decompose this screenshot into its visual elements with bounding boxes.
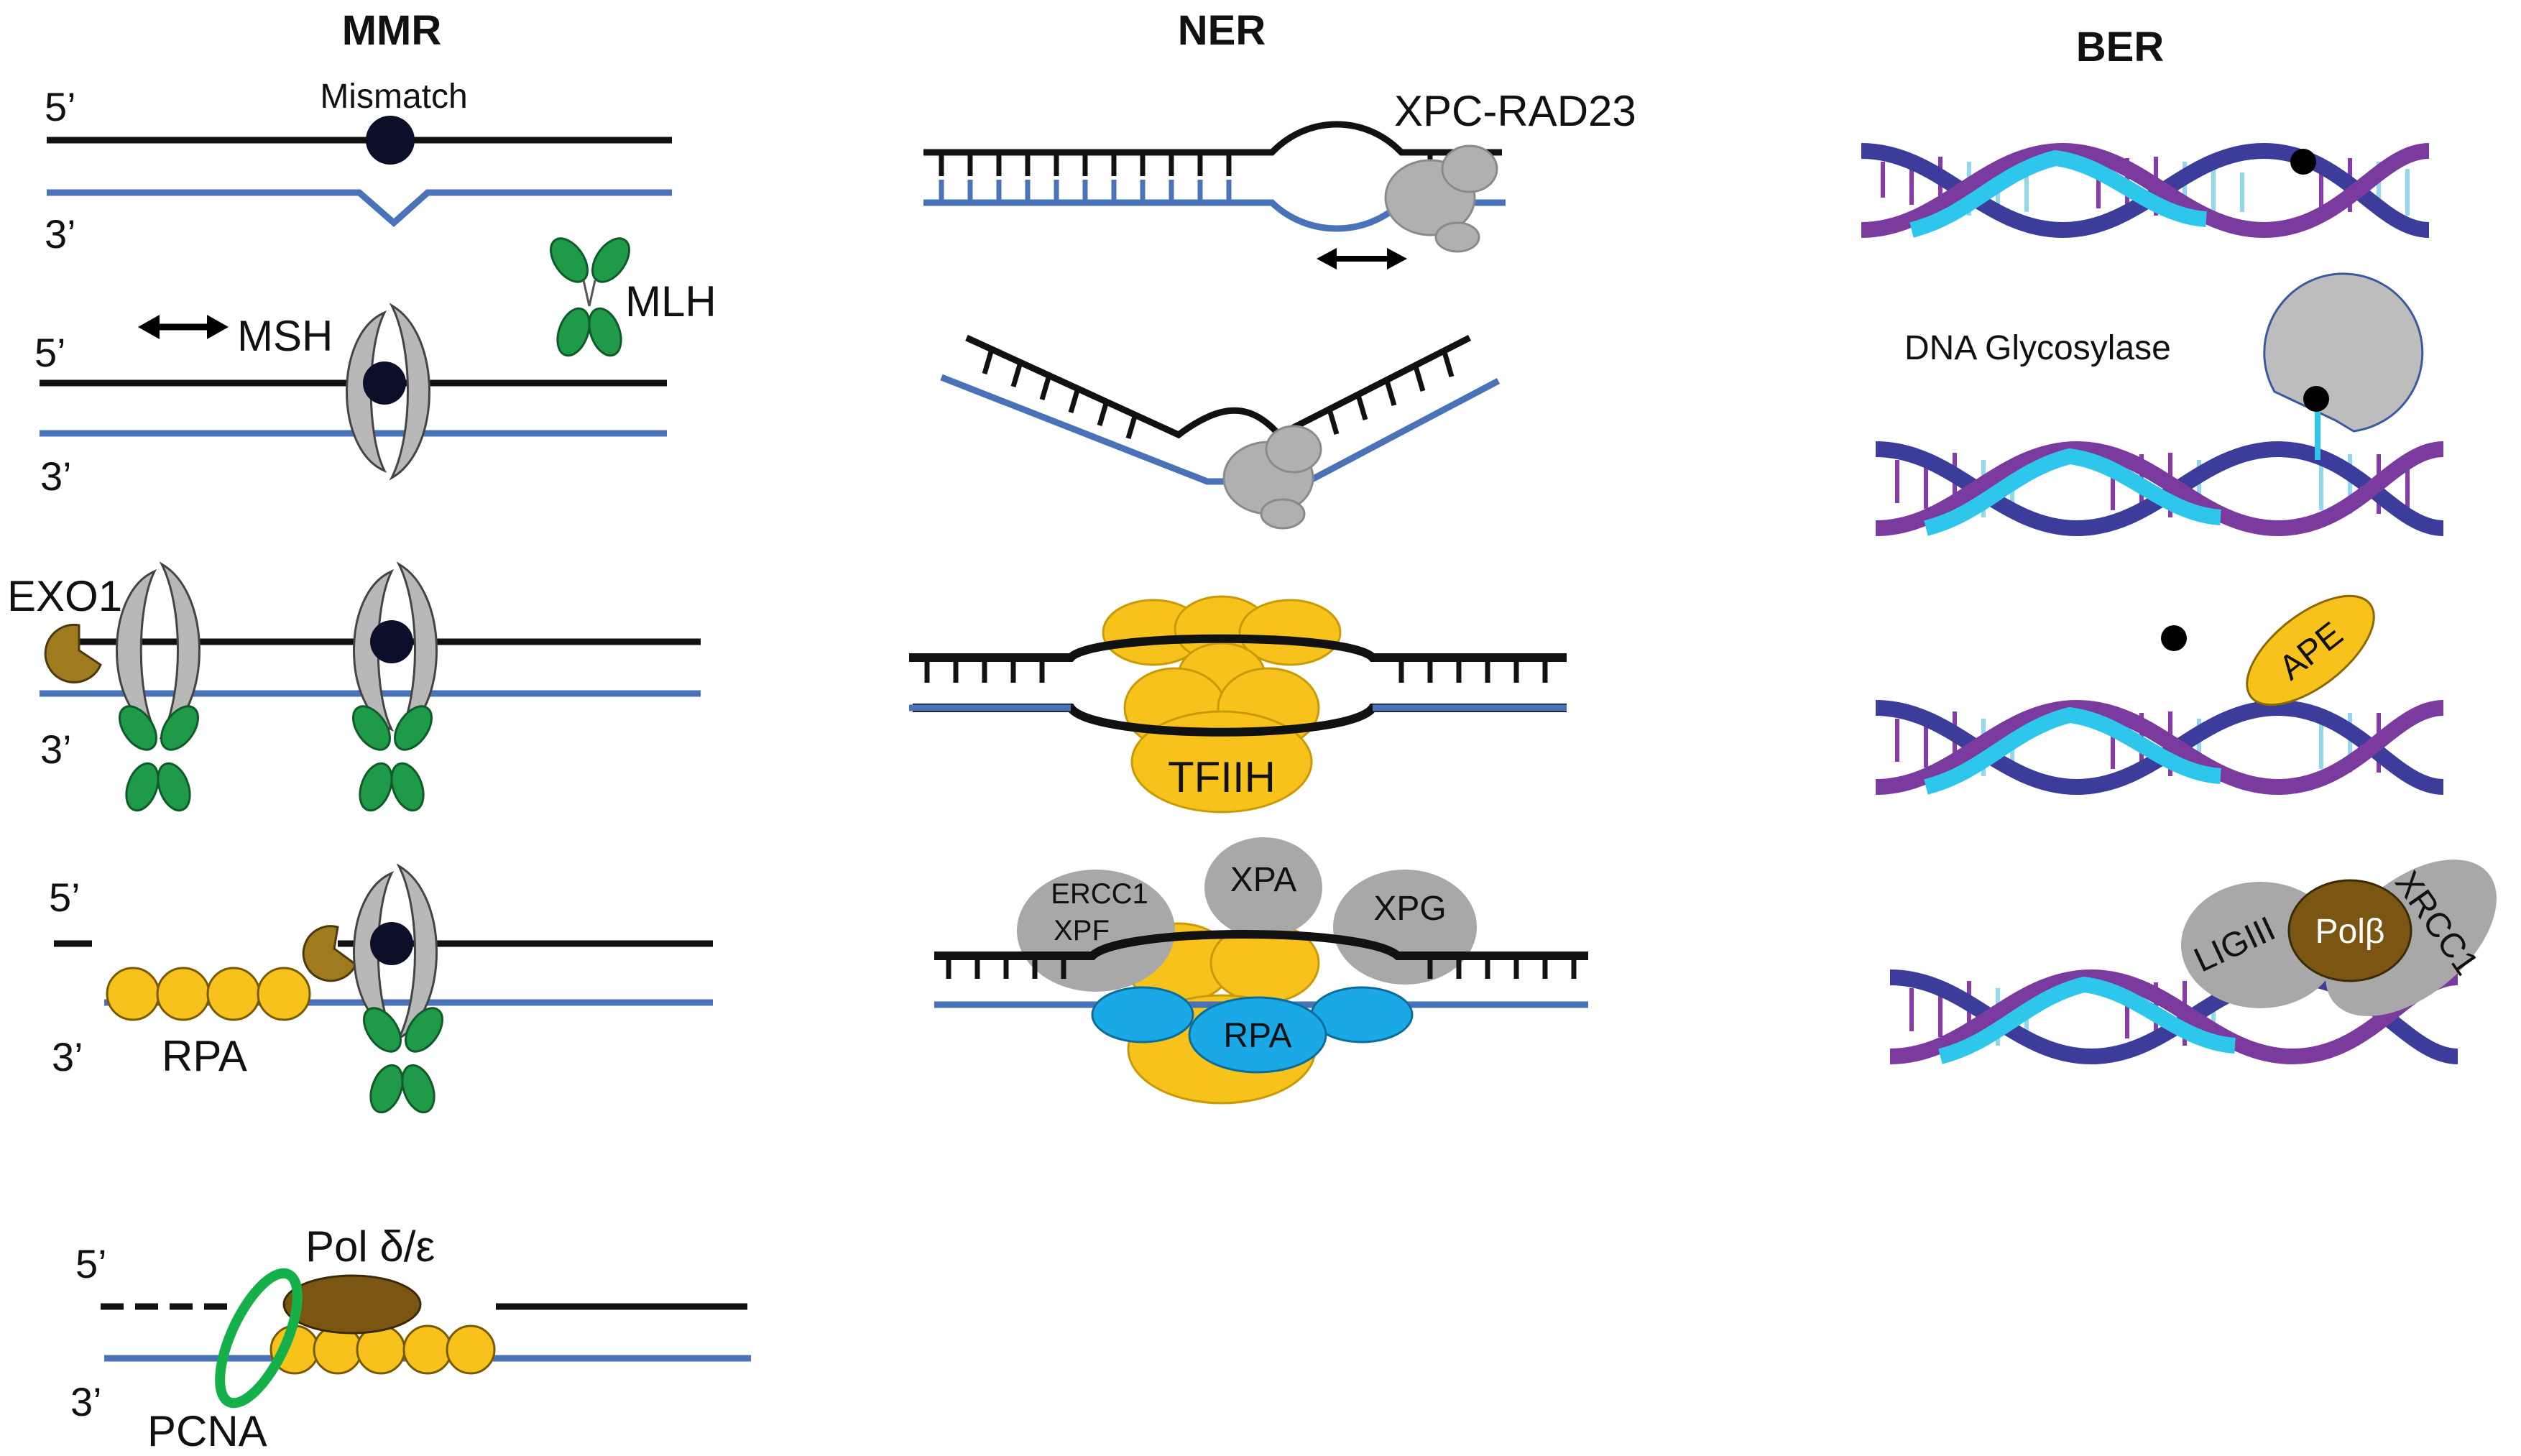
rpa-label: RPA (162, 1032, 247, 1080)
rungs (946, 956, 1577, 979)
ber-panel-glycosylase: DNA Glycosylase (1875, 272, 2444, 537)
excised-base-dot (2161, 625, 2187, 651)
ner-panel-incision: ERCC1 XPF XPA XPG RPA (934, 837, 1588, 1105)
pol-delta-epsilon-icon (282, 1274, 422, 1335)
ner-title: NER (1178, 7, 1266, 54)
pcna-ring-icon (215, 1268, 303, 1409)
ber-panel-damage (1861, 142, 2430, 239)
double-arrow-icon (1317, 248, 1407, 269)
damaged-base-dot (2290, 149, 2316, 175)
mlh-icon (119, 705, 199, 812)
xpg-label: XPG (1373, 890, 1446, 928)
ber-panel-ape: APE (1875, 594, 2444, 796)
top-strand-kinked (965, 334, 1472, 439)
bottom-strand-bulge (47, 189, 672, 228)
ner-panel-tfiih: TFIIH (909, 595, 1567, 814)
rpa-beads (106, 967, 311, 1021)
xpf-label: XPF (1054, 915, 1110, 946)
helix-strand-purple (1889, 969, 2458, 1065)
ber-panel-ligation: LIGIII Polβ XRCC1 (1889, 860, 2497, 1065)
exo1-label: EXO1 (7, 572, 122, 620)
helix-strand-cyan (1924, 448, 2222, 536)
helix-strand-cyan (1924, 706, 2222, 795)
xpc-rad23-label: XPC-RAD23 (1394, 87, 1636, 135)
ercc1-xpf-icon (1017, 870, 1175, 992)
helix-strand-purple (1875, 699, 2444, 796)
mmr-panel-rpa: 5’ 3’ RPA (49, 863, 713, 1114)
glycosylase-label: DNA Glycosylase (1904, 329, 2171, 367)
mmr-panel-pol: 5’ 3’ Pol δ/ε PCNA (70, 1222, 751, 1455)
ber-title: BER (2076, 24, 2164, 70)
msh-clamp-icon (346, 303, 430, 481)
mismatch-label: Mismatch (320, 78, 467, 116)
rpa-blue-icon (1091, 986, 1414, 1074)
mmr-p4-five-prime: 5’ (49, 875, 80, 920)
mlh-icon (352, 705, 433, 812)
exo1-icon (44, 623, 102, 683)
ercc1-label: ERCC1 (1051, 878, 1148, 910)
dna-glycosylase-icon (2263, 272, 2424, 433)
xpc-rad23-icon (1384, 144, 1498, 253)
rungs (939, 152, 1462, 176)
rungs-bottom (939, 180, 1462, 203)
bottom-strand-kinked (940, 374, 1501, 485)
helix-strand-cyan (1909, 149, 2208, 238)
xpa-icon (1204, 837, 1322, 938)
exo1-icon (302, 925, 357, 982)
mlh-icon (363, 1007, 443, 1114)
ape-icon (2246, 594, 2375, 706)
mismatch-dot (366, 116, 415, 165)
mmr-panel-exo1: EXO1 3’ (7, 561, 701, 812)
mmr-panel-mismatch: 5’ 3’ Mismatch (45, 78, 672, 257)
mmr-p5-five-prime: 5’ (75, 1241, 107, 1286)
msh-label: MSH (237, 312, 333, 360)
mlh-label: MLH (625, 277, 716, 326)
mmr-p3-three-prime: 3’ (40, 727, 72, 772)
mmr-panel-msh: 5’ 3’ MSH MLH (34, 237, 716, 499)
pcna-label: PCNA (147, 1407, 267, 1455)
rungs (924, 658, 1548, 683)
mmr-p4-three-prime: 3’ (52, 1034, 83, 1079)
pol-beta-label: Polβ (2315, 913, 2385, 951)
damaged-base-dot (2303, 386, 2329, 412)
rpa-label: RPA (1223, 1017, 1291, 1055)
bottom-strand-bubble (913, 704, 1567, 737)
ner-panel-xpc: XPC-RAD23 (923, 87, 1636, 269)
helix-strand-cyan (1938, 976, 2236, 1064)
mmr-p5-three-prime: 3’ (70, 1379, 102, 1424)
mmr-p2-three-prime: 3’ (40, 453, 72, 499)
xpa-label: XPA (1230, 861, 1296, 899)
mlh-icon (550, 237, 630, 357)
top-strand-bubble (923, 121, 1502, 156)
pol-beta-icon (2287, 879, 2412, 982)
top-strand-bubble (909, 634, 1567, 662)
mmr-p1-five-prime: 5’ (45, 84, 76, 129)
ner-panel-kink (940, 334, 1501, 530)
double-arrow-icon (138, 315, 229, 339)
mmr-title: MMR (342, 7, 442, 54)
pol-label: Pol δ/ε (305, 1222, 435, 1271)
xpc-rad23-icon (1222, 425, 1322, 530)
mmr-p1-three-prime: 3’ (45, 211, 76, 257)
rungs (982, 349, 1455, 439)
tfiih-label: TFIIH (1168, 753, 1276, 801)
mmr-p2-five-prime: 5’ (34, 330, 66, 375)
helix-strand-purple (1875, 441, 2444, 537)
rpa-beads (269, 1324, 496, 1375)
top-strand-bubble (934, 930, 1588, 960)
helix-strand-purple (1861, 142, 2430, 239)
